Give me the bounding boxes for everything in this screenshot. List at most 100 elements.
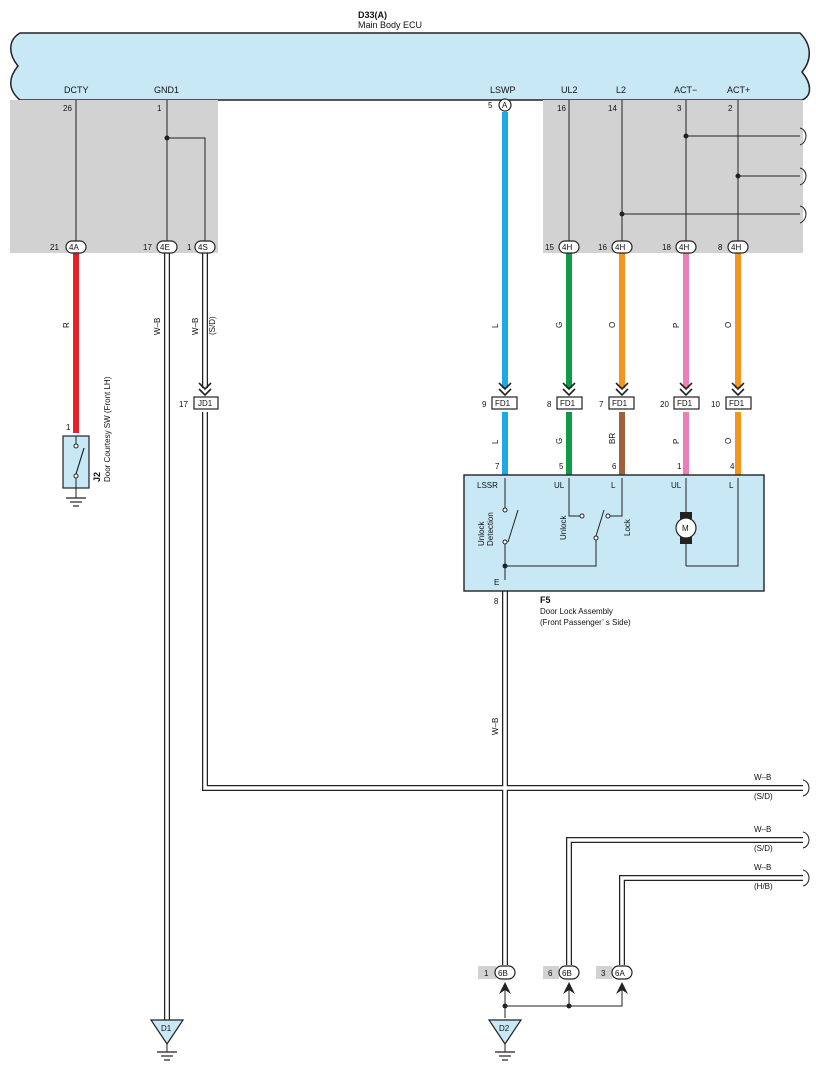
svg-text:F5: F5 [540, 595, 551, 605]
svg-text:G: G [555, 438, 564, 444]
svg-text:Unlock: Unlock [477, 521, 486, 546]
ground-d2: D2 [487, 1019, 523, 1061]
svg-text:FD1: FD1 [495, 399, 511, 408]
connector-4e: 17 4E [143, 240, 178, 254]
svg-text:O: O [724, 322, 733, 328]
svg-text:7: 7 [599, 400, 604, 409]
connector-4s: 1 4S [187, 240, 216, 254]
svg-text:18: 18 [662, 243, 671, 252]
svg-text:1: 1 [187, 243, 192, 252]
svg-text:FD1: FD1 [560, 399, 576, 408]
colored-wires [73, 112, 741, 476]
ground-d1: D1 [149, 1019, 185, 1061]
pin-name-l2: L2 [616, 85, 626, 95]
svg-text:L: L [611, 481, 616, 490]
connector-4a: 21 4A [50, 240, 87, 254]
svg-text:D2: D2 [499, 1024, 510, 1033]
svg-text:4H: 4H [731, 243, 741, 252]
pin-name-gnd1: GND1 [154, 85, 179, 95]
svg-text:FD1: FD1 [612, 399, 628, 408]
chevrons-fd1 [198, 382, 745, 397]
svg-text:(Front Passenger’ s Side): (Front Passenger’ s Side) [540, 618, 631, 627]
svg-text:(H/B): (H/B) [754, 882, 773, 891]
svg-text:6: 6 [548, 969, 553, 978]
svg-text:O: O [608, 322, 617, 328]
svg-text:W–B: W–B [754, 773, 771, 782]
pin-name-ul2: UL2 [561, 85, 578, 95]
door-courtesy-switch: 1 J2 Door Courtesy SW (Front LH) [62, 376, 112, 507]
svg-text:J2: J2 [92, 472, 102, 482]
svg-text:4H: 4H [679, 243, 689, 252]
svg-text:15: 15 [545, 243, 554, 252]
svg-text:R: R [62, 322, 71, 328]
pin-name-act-plus: ACT+ [727, 85, 750, 95]
svg-text:1: 1 [677, 462, 682, 471]
svg-text:7: 7 [495, 462, 500, 471]
svg-text:1: 1 [484, 969, 489, 978]
svg-text:16: 16 [598, 243, 607, 252]
svg-text:21: 21 [50, 243, 59, 252]
svg-text:FD1: FD1 [677, 399, 693, 408]
svg-text:20: 20 [660, 400, 669, 409]
svg-text:FD1: FD1 [729, 399, 745, 408]
svg-text:1: 1 [66, 423, 71, 432]
connector-4h-18: 18 4H [662, 240, 697, 254]
junction-dots-top [164, 133, 741, 217]
svg-text:6B: 6B [498, 969, 508, 978]
svg-text:W–B: W–B [191, 318, 200, 335]
pin-num-lswp: 5 [488, 101, 493, 110]
svg-text:10: 10 [711, 400, 720, 409]
svg-text:(S/D): (S/D) [754, 844, 773, 853]
svg-text:Detection: Detection [486, 512, 495, 546]
svg-text:8: 8 [547, 400, 552, 409]
pin-num-act-minus: 3 [677, 104, 682, 113]
connector-fd1-10: 10 FD1 [711, 396, 752, 410]
connector-4h-16: 16 4H [598, 240, 633, 254]
svg-text:E: E [494, 578, 499, 587]
svg-text:(S/D): (S/D) [208, 316, 217, 335]
pin-name-dcty: DCTY [64, 85, 89, 95]
fd1-connectors: 17 JD1 9 FD1 8 FD1 7 FD1 20 FD1 10 FD1 [179, 396, 752, 410]
svg-text:9: 9 [482, 400, 487, 409]
svg-text:W–B: W–B [754, 863, 771, 872]
svg-text:8: 8 [718, 243, 723, 252]
connector-fd1-8: 8 FD1 [547, 396, 583, 410]
svg-text:5: 5 [559, 462, 564, 471]
connector-fd1-7: 7 FD1 [599, 396, 635, 410]
svg-text:4: 4 [730, 462, 735, 471]
svg-text:17: 17 [143, 243, 152, 252]
pin-num-ul2: 16 [557, 104, 566, 113]
bottom-connectors: 1 6B 6 6B 3 6A [478, 965, 633, 1018]
svg-text:17: 17 [179, 400, 188, 409]
svg-text:4H: 4H [562, 243, 572, 252]
right-exit-labels: W–B (S/D) W–B (S/D) W–B (H/B) [754, 773, 773, 891]
ecu-panel-left [10, 100, 218, 253]
svg-text:4H: 4H [615, 243, 625, 252]
svg-text:Door Courtesy SW (Front LH): Door Courtesy SW (Front LH) [103, 376, 112, 482]
connector-fd1-9: 9 FD1 [482, 396, 518, 410]
svg-text:3: 3 [601, 969, 606, 978]
svg-text:(S/D): (S/D) [754, 792, 773, 801]
pin-name-lswp: LSWP [490, 85, 516, 95]
svg-text:4S: 4S [198, 243, 208, 252]
connector-fd1-20: 20 FD1 [660, 396, 700, 410]
lswp-connector-label: A [502, 101, 508, 110]
svg-text:P: P [672, 439, 681, 444]
svg-text:JD1: JD1 [198, 399, 213, 408]
svg-text:6A: 6A [615, 969, 625, 978]
svg-text:L: L [729, 481, 734, 490]
svg-text:UL: UL [671, 481, 682, 490]
svg-text:6B: 6B [562, 969, 572, 978]
svg-text:LSSR: LSSR [477, 481, 498, 490]
svg-text:8: 8 [494, 597, 499, 606]
ecu-name: Main Body ECU [358, 20, 422, 30]
svg-text:O: O [724, 438, 733, 444]
wire-labels: R W–B W–B (S/D) L G O P O L G BR P O W–B [62, 316, 733, 735]
svg-text:D1: D1 [161, 1024, 172, 1033]
door-lock-assembly: 7 5 6 1 4 LSSR UL L UL L M Unl [463, 462, 765, 627]
svg-text:G: G [555, 322, 564, 328]
connector-4h-8: 8 4H [718, 240, 749, 254]
lswp-connector [498, 98, 512, 112]
ecu-internal-lines [75, 100, 807, 245]
